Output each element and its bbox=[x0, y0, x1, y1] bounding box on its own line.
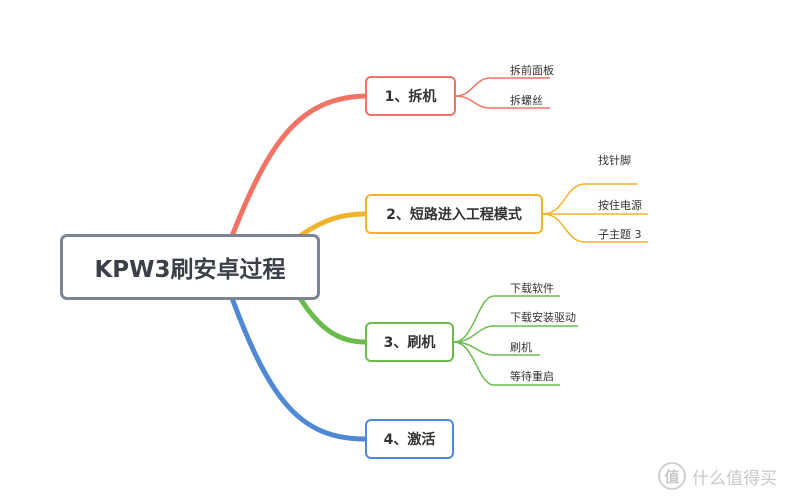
connector-b3-leaf-2 bbox=[453, 325, 578, 343]
connector-b3-leaf-4 bbox=[453, 341, 560, 386]
connector-b2-leaf-3 bbox=[542, 213, 648, 243]
branch-topic-3[interactable]: 3、刷机 bbox=[365, 322, 454, 362]
branch-topic-2[interactable]: 2、短路进入工程模式 bbox=[365, 194, 543, 234]
branch-topic-label: 2、短路进入工程模式 bbox=[386, 207, 522, 223]
subtopic-3-2[interactable]: 下载安装驱动 bbox=[510, 311, 576, 324]
branch-topic-label: 1、拆机 bbox=[384, 89, 437, 105]
root-topic[interactable]: KPW3刷安卓过程 bbox=[60, 234, 320, 300]
connector-root-branch-1 bbox=[229, 93, 368, 239]
branch-topic-4[interactable]: 4、激活 bbox=[365, 419, 454, 459]
subtopic-2-3[interactable]: 子主题 3 bbox=[598, 228, 642, 241]
connector-b1-leaf-2 bbox=[455, 95, 550, 109]
branch-topic-label: 3、刷机 bbox=[383, 335, 436, 351]
connector-root-branch-2 bbox=[297, 211, 368, 239]
site-watermark: 值 什么值得买 bbox=[658, 462, 777, 490]
watermark-logo-icon: 值 bbox=[658, 462, 686, 490]
subtopic-3-1[interactable]: 下载软件 bbox=[510, 282, 554, 295]
subtopic-3-3[interactable]: 刷机 bbox=[510, 341, 532, 354]
connector-root-branch-3 bbox=[297, 295, 368, 345]
subtopic-2-1[interactable]: 找针脚 bbox=[598, 154, 631, 167]
subtopic-1-2[interactable]: 拆螺丝 bbox=[510, 94, 543, 107]
subtopic-2-2[interactable]: 按住电源 bbox=[598, 199, 642, 212]
watermark-text: 什么值得买 bbox=[692, 468, 777, 489]
subtopic-3-4[interactable]: 等待重启 bbox=[510, 370, 554, 383]
subtopic-1-1[interactable]: 拆前面板 bbox=[510, 64, 554, 77]
branch-topic-label: 4、激活 bbox=[383, 432, 436, 448]
connector-b1-leaf-1 bbox=[455, 77, 550, 97]
connector-root-branch-4 bbox=[229, 295, 368, 442]
connector-b3-leaf-1 bbox=[453, 295, 560, 343]
branch-topic-1[interactable]: 1、拆机 bbox=[365, 76, 456, 116]
connector-b2-leaf-1 bbox=[542, 183, 638, 215]
root-topic-label: KPW3刷安卓过程 bbox=[94, 257, 286, 283]
